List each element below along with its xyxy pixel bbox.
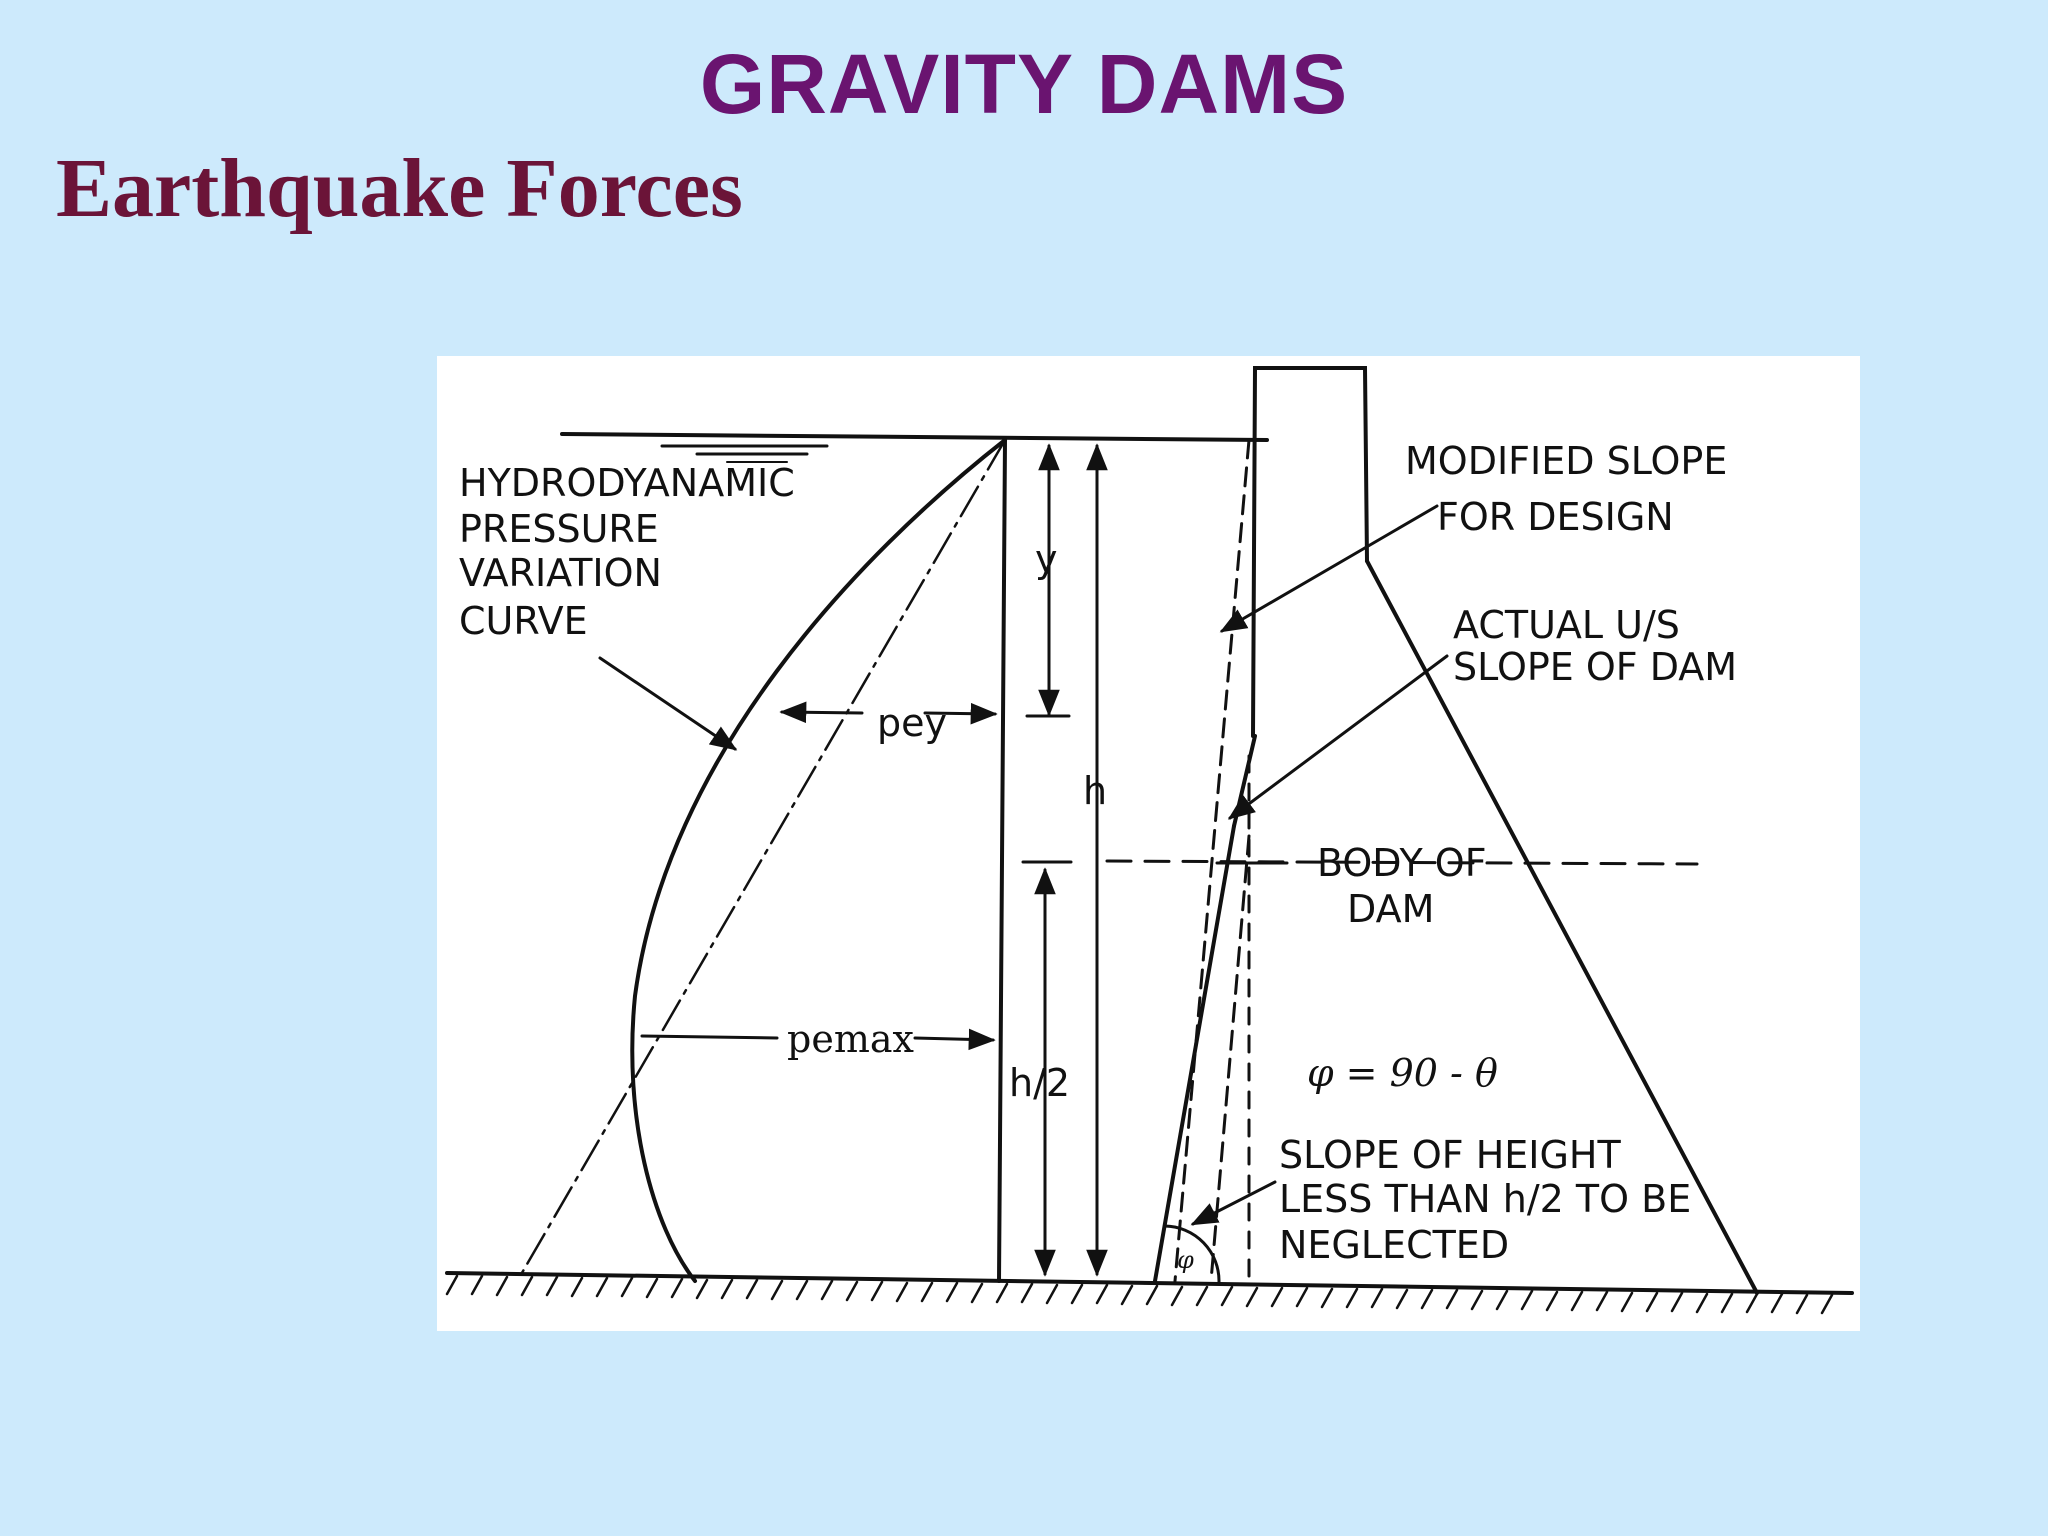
hydro-label-line-1: HYDRODYANAMIC xyxy=(459,461,795,505)
pey-arrow xyxy=(779,701,864,724)
actual-slope-leader xyxy=(1227,654,1449,820)
modified-slope-label-line-1: MODIFIED SLOPE xyxy=(1405,439,1727,483)
modified-design-slope xyxy=(1173,438,1251,1283)
phi-angle-label: φ xyxy=(1177,1246,1194,1274)
slope-height-leader xyxy=(1190,1180,1277,1226)
dam-crest-block xyxy=(1251,366,1369,738)
dam-diagram-svg: HYDRODYANAMIC PRESSURE VARIATION CURVE M… xyxy=(445,366,1854,1315)
hydrodynamic-pressure-curve xyxy=(630,438,1007,1283)
hydro-label-line-2: PRESSURE xyxy=(459,507,659,551)
slide-subtitle: Earthquake Forces xyxy=(56,142,743,235)
upstream-vertical-line xyxy=(997,438,1007,1283)
pey-label: pey xyxy=(877,701,947,745)
slide-title: GRAVITY DAMS xyxy=(699,37,1349,131)
body-of-dam-line xyxy=(1105,859,1699,866)
water-surface-line xyxy=(560,432,1269,442)
slope-height-label-line-2: LESS THAN h/2 TO BE xyxy=(1279,1177,1691,1221)
h-dimension-label: h xyxy=(1083,769,1107,813)
pemax-arrow xyxy=(913,1028,996,1051)
actual-slope-label-line-2: SLOPE OF DAM xyxy=(1453,645,1737,689)
ground-hatching xyxy=(445,1274,1834,1315)
pemax-arrow xyxy=(640,1034,779,1040)
slope-height-label-line-1: SLOPE OF HEIGHT xyxy=(1279,1133,1622,1177)
phi-angle-arc xyxy=(1163,1224,1221,1284)
pemax-label: pemax xyxy=(787,1017,914,1061)
dam-downstream-face xyxy=(1365,559,1759,1295)
hydro-label-line-3: VARIATION xyxy=(459,551,662,595)
modified-slope-leader xyxy=(1219,504,1439,633)
modified-design-slope xyxy=(1209,834,1251,1283)
dash-dot-line xyxy=(517,438,1007,1280)
hydro-curve-leader xyxy=(598,656,738,751)
dam-diagram: HYDRODYANAMIC PRESSURE VARIATION CURVE M… xyxy=(437,356,1860,1331)
pey-arrow xyxy=(923,702,998,725)
actual-slope-label-line-1: ACTUAL U/S xyxy=(1453,603,1680,647)
body-of-dam-label-line-2: DAM xyxy=(1347,887,1434,931)
slope-height-label-line-3: NEGLECTED xyxy=(1279,1223,1509,1267)
hydro-label-line-4: CURVE xyxy=(459,599,588,643)
y-dimension-label: y xyxy=(1035,537,1058,581)
h-half-dimension-label: h/2 xyxy=(1009,1061,1070,1105)
ground-line xyxy=(445,1271,1854,1295)
modified-slope-label-line-2: FOR DESIGN xyxy=(1437,495,1674,539)
body-of-dam-label-line-1: BODY OF xyxy=(1317,841,1487,885)
phi-equation: φ = 90 - θ xyxy=(1307,1051,1498,1095)
